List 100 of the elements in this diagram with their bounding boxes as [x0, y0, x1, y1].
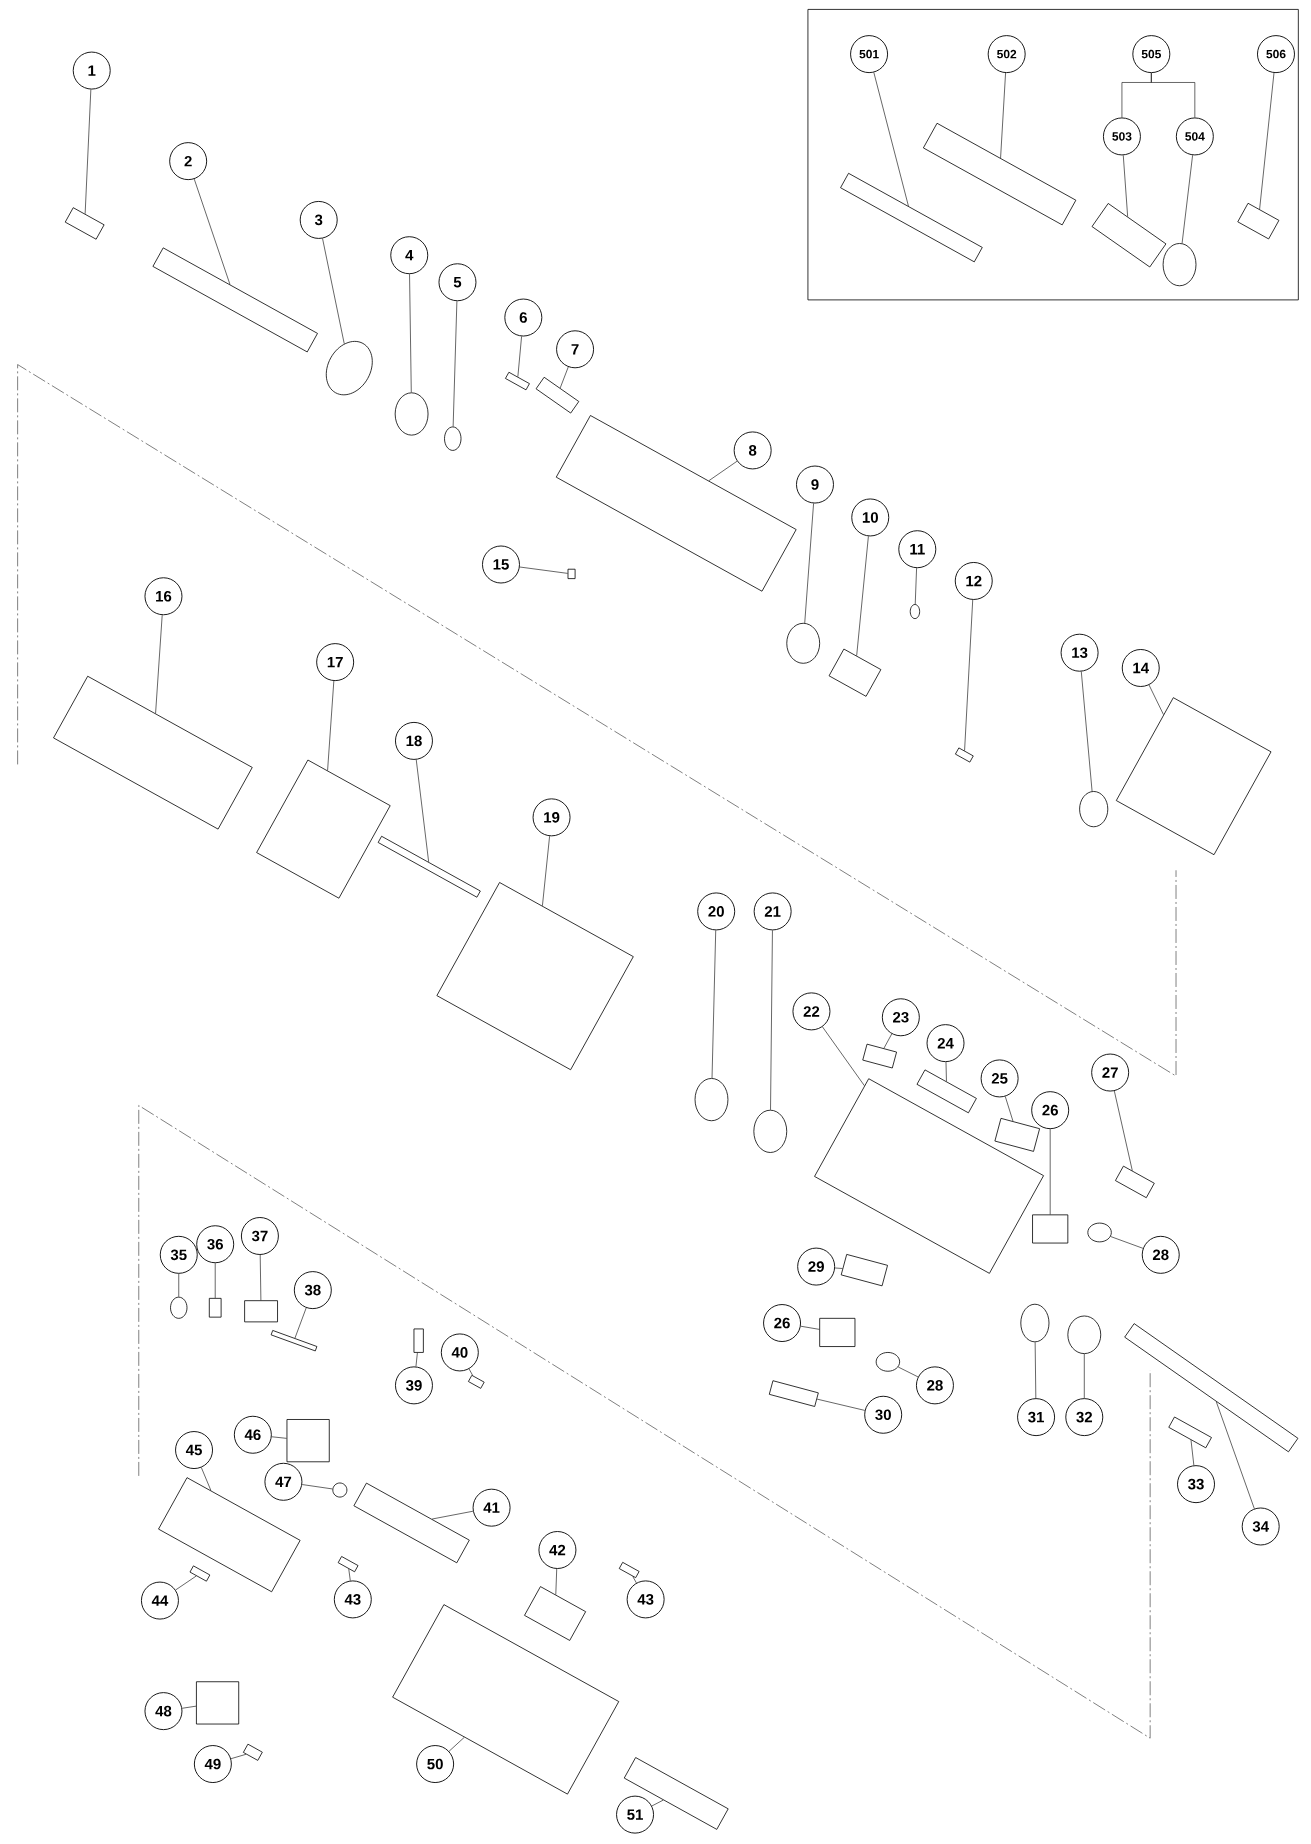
- part-outline: [1079, 791, 1109, 828]
- leader-line: [415, 759, 429, 863]
- part-outline: [377, 835, 481, 898]
- leader-line: [259, 1254, 262, 1301]
- callout-number: 34: [1241, 1507, 1280, 1546]
- leader-line: [816, 1398, 865, 1411]
- leader-line: [964, 599, 973, 751]
- callout-number: 48: [144, 1692, 183, 1731]
- leader-line: [468, 1368, 473, 1376]
- callout-number: 6: [504, 298, 543, 337]
- leader-line: [856, 536, 869, 656]
- callout-number: 2: [169, 142, 207, 181]
- leader-line: [175, 1575, 197, 1591]
- part-outline: [244, 1300, 278, 1323]
- leader-line: [348, 1568, 351, 1581]
- callout-number: 28: [1141, 1235, 1180, 1274]
- part-outline: [786, 622, 820, 664]
- leader-line: [200, 1467, 212, 1491]
- part-outline: [819, 1317, 856, 1347]
- callout-number: 41: [472, 1488, 511, 1527]
- callout-number: 19: [532, 798, 571, 837]
- part-outline: [1124, 1323, 1299, 1453]
- callout-number: 30: [864, 1395, 903, 1434]
- leader-line: [559, 366, 569, 389]
- leader-line: [155, 614, 163, 714]
- leader-line: [770, 930, 773, 1111]
- leader-line: [945, 1061, 947, 1082]
- leader-line: [301, 1484, 333, 1490]
- callout-number: 33: [1176, 1465, 1215, 1504]
- callout-number: 13: [1060, 633, 1099, 672]
- callout-number: 14: [1121, 649, 1160, 687]
- part-outline: [325, 341, 373, 396]
- callout-number: 28: [915, 1366, 954, 1405]
- leader-line: [431, 1510, 474, 1520]
- leader-line: [1215, 1401, 1255, 1509]
- part-outline: [256, 759, 391, 899]
- callout-number: 26: [1031, 1091, 1069, 1130]
- leader-line: [1113, 1090, 1133, 1171]
- part-outline: [413, 1328, 424, 1353]
- leader-line: [415, 1352, 418, 1367]
- part-outline: [270, 1330, 318, 1352]
- part-outline: [189, 1565, 211, 1582]
- leader-line: [873, 72, 909, 207]
- part-outline: [394, 392, 429, 436]
- leader-line: [555, 1568, 557, 1595]
- part-outline: [954, 747, 974, 763]
- callout-number: 9: [795, 465, 834, 504]
- part-outline: [567, 568, 576, 579]
- callout-number: 20: [697, 892, 736, 931]
- part-outline: [1237, 202, 1280, 240]
- part-outline: [994, 1117, 1040, 1152]
- part-outline: [208, 1297, 222, 1318]
- part-outline: [618, 1561, 640, 1579]
- part-outline: [1020, 1303, 1050, 1343]
- callout-number: 501: [850, 35, 888, 74]
- leader-line: [804, 503, 814, 624]
- leader-line: [322, 238, 345, 345]
- callout-number: 31: [1017, 1398, 1055, 1437]
- callout-number: 35: [159, 1235, 198, 1274]
- part-outline: [840, 1254, 888, 1287]
- part-outline: [623, 1757, 729, 1830]
- callout-number: 24: [926, 1024, 965, 1063]
- part-outline: [436, 882, 634, 1071]
- leader-line: [294, 1307, 307, 1339]
- callout-number: 51: [615, 1795, 654, 1834]
- part-outline: [1067, 1315, 1101, 1354]
- callout-number: 12: [954, 562, 993, 600]
- part-outline: [504, 371, 530, 391]
- callout-number: 22: [792, 992, 831, 1031]
- callout-number: 5: [438, 263, 477, 302]
- part-outline: [1091, 203, 1167, 268]
- leader-line: [1150, 72, 1195, 118]
- leader-line: [1110, 1236, 1144, 1249]
- callout-number: 7: [556, 330, 594, 369]
- callout-number: 3: [299, 200, 338, 239]
- part-outline: [242, 1743, 263, 1761]
- part-outline: [694, 1078, 729, 1122]
- part-outline: [922, 122, 1077, 226]
- leader-line: [800, 1325, 820, 1330]
- leader-line: [1259, 72, 1275, 210]
- part-outline: [195, 1681, 239, 1725]
- part-outline: [753, 1109, 787, 1153]
- part-outline: [875, 1352, 900, 1372]
- callout-number: 42: [538, 1531, 577, 1569]
- callout-number: 32: [1065, 1398, 1104, 1437]
- part-outline: [1115, 697, 1272, 856]
- leader-line: [651, 1799, 664, 1807]
- part-outline: [555, 415, 797, 592]
- leader-line: [1190, 1439, 1195, 1466]
- callout-number: 45: [174, 1431, 213, 1469]
- part-outline: [840, 172, 983, 263]
- callout-number: 50: [416, 1745, 454, 1783]
- callout-number: 46: [233, 1415, 272, 1454]
- leader-line: [181, 1705, 197, 1709]
- callout-number: 39: [394, 1366, 433, 1405]
- leader-line: [822, 1026, 865, 1086]
- part-outline: [53, 675, 253, 830]
- leader-line: [711, 930, 716, 1079]
- callout-number: 38: [293, 1271, 332, 1310]
- leader-line: [448, 1737, 465, 1752]
